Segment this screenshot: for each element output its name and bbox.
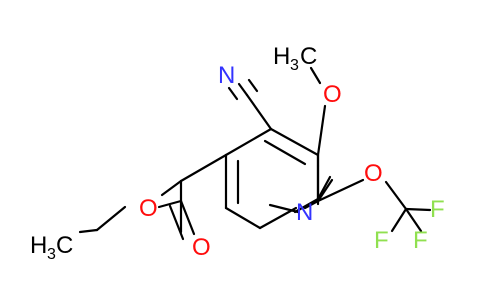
bond-ch2-c [160,179,183,197]
methoxy-h-label: H [273,43,290,70]
pyridine-ring-bonds [224,127,334,230]
bond-c-o-double-2 [168,204,185,241]
bond-c-f-right [404,207,432,212]
ester-single-o-label: O [139,195,158,222]
bond-c2-o [316,175,332,201]
bond-cn-triple-2 [227,86,239,101]
bond-c6-n [268,203,300,214]
bond-c6-cc [224,206,262,230]
bond-cc-n [258,206,298,230]
ester-chain [78,153,228,241]
ethyl-sub-label: 3 [47,246,56,263]
nitrile-n-label: N [218,62,235,89]
bond-ch2-ch3 [78,228,99,234]
ethyl-h-label: H [30,232,47,259]
f-left-label: F [374,227,389,254]
f-right-label: F [413,227,428,254]
bond-cn-triple-3 [247,78,259,93]
bond-c2-o-x [316,178,334,203]
trifluoromethoxy-group [316,178,432,233]
bond-c5-ch2 [179,153,228,183]
nitrile-group [227,78,273,131]
methoxy-c-label: C [300,43,317,70]
bond-c2-nring [293,197,320,214]
bond-o-ch3 [309,66,322,85]
methoxy-group [309,66,327,157]
bond-c-f-bottom [390,207,408,233]
bond-o-ch2 [95,205,127,232]
bond-cn-triple [237,82,249,97]
bond-c-o-single [157,199,183,209]
bond-c3-o [316,104,327,157]
ring-n-label: N [296,199,313,226]
bond-c4-c3-inner [263,139,307,166]
ethyl-c-label: C [56,232,73,259]
bond-c4-c5 [224,127,273,157]
f-top-label: F [430,196,445,223]
bond-o-cf3 [384,180,408,211]
methoxy-sub-label: 3 [290,57,299,74]
ocf3-o-label: O [364,160,383,187]
bond-c4-cn [245,93,273,131]
bond-c-o-double [179,199,196,236]
bond-c4-c3 [269,127,320,157]
ester-double-o-label: O [192,234,211,261]
methoxy-o-label: O [323,81,342,108]
bond-c2-oc [316,178,365,203]
bond-c2-n-ring [303,199,320,210]
bond-c-f-bottom2 [404,207,423,233]
